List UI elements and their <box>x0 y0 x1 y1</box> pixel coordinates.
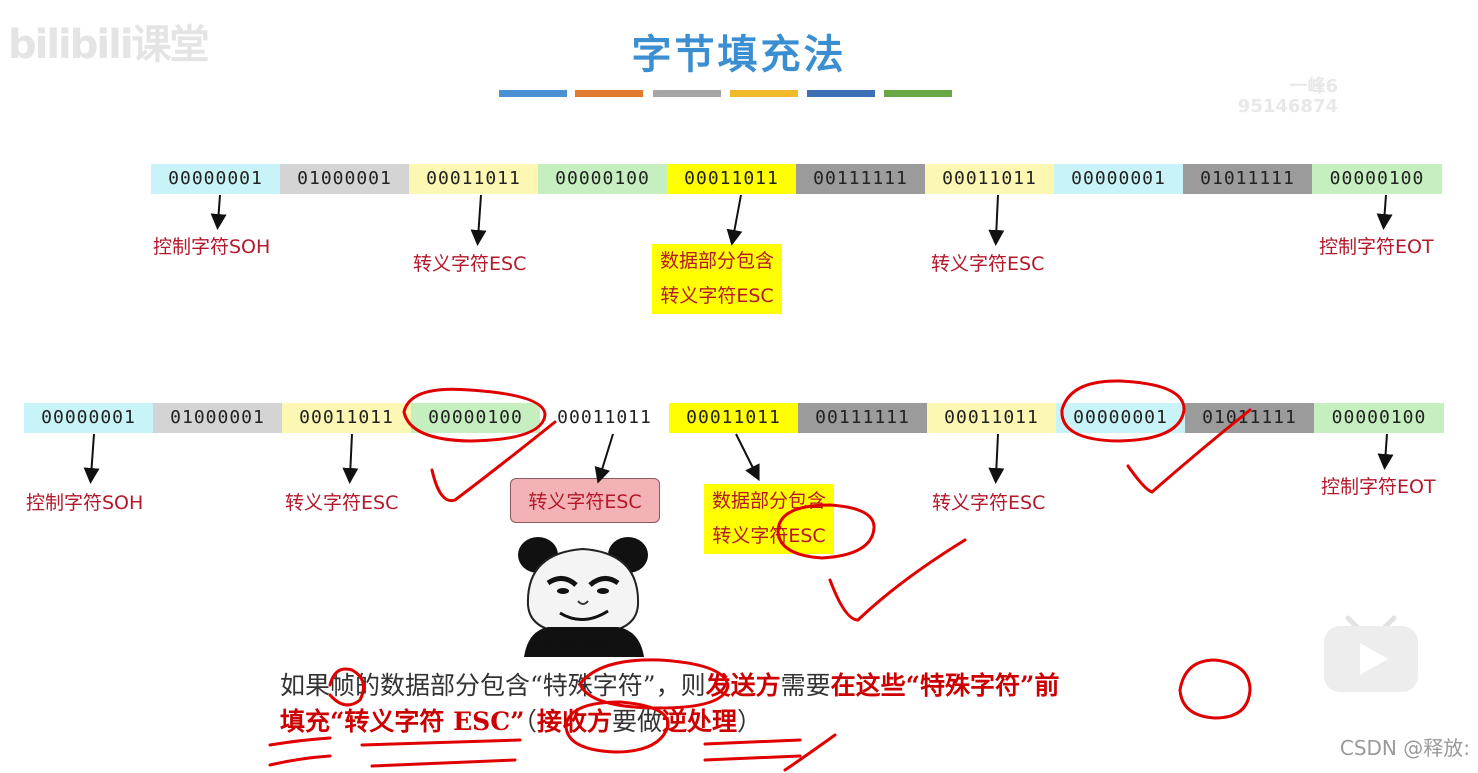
panda-meme-image <box>518 535 648 657</box>
text-segment: （ <box>524 707 537 736</box>
text-highlight: 在这些“特殊字符”前 <box>830 671 1060 700</box>
byte-cell: 00011011 <box>667 164 796 194</box>
color-bar <box>575 90 643 97</box>
byte-cell: 00000001 <box>1056 403 1185 433</box>
byte-cell: 00000001 <box>24 403 153 433</box>
arrow-icon <box>210 194 1393 246</box>
byte-cell: 00011011 <box>927 403 1056 433</box>
frame-row-stuffed: 00000001 01000001 00011011 00000100 0001… <box>24 403 1444 433</box>
color-bar <box>884 90 952 97</box>
explanation-paragraph: 如果帧的数据部分包含“特殊字符”，则发送方需要在这些“特殊字符”前 填充“转义字… <box>280 668 1280 740</box>
bilibili-classroom-logo: bilibili课堂 <box>8 22 210 68</box>
watermark-user: 一峰6 <box>1289 76 1338 97</box>
color-bar <box>807 90 875 97</box>
byte-cell: 00011011 <box>409 164 538 194</box>
byte-cell: 01000001 <box>153 403 282 433</box>
byte-cell: 00011011 <box>925 164 1054 194</box>
text-highlight: 填充“转义字符 ESC” <box>280 707 525 736</box>
label-eot: 控制字符EOT <box>1321 476 1436 498</box>
label-soh: 控制字符SOH <box>153 236 271 258</box>
label-eot: 控制字符EOT <box>1319 236 1434 258</box>
label-data-contains-esc: 数据部分包含 转义字符ESC <box>704 484 835 554</box>
byte-cell: 00111111 <box>798 403 927 433</box>
byte-cell: 00000001 <box>1054 164 1183 194</box>
text-highlight-reverse: 逆处理 <box>662 707 738 736</box>
byte-cell: 00000100 <box>538 164 667 194</box>
label-soh: 控制字符SOH <box>26 492 144 514</box>
color-bar <box>653 90 721 97</box>
color-bar <box>730 90 798 97</box>
byte-cell: 00000100 <box>1312 164 1442 194</box>
color-bar <box>499 90 567 97</box>
frame-row-original: 00000001 01000001 00011011 00000100 0001… <box>151 164 1442 194</box>
byte-cell: 00000100 <box>411 403 540 433</box>
meme-caption: 不要慌 问题不大 <box>535 640 631 655</box>
byte-cell: 00011011 <box>540 403 669 433</box>
text-highlight-sender: 发送方 <box>705 671 781 700</box>
text-segment: 如果帧的数据部分包含“特殊字符”，则 <box>280 671 706 700</box>
text-segment: 要做 <box>612 707 663 736</box>
byte-cell: 00000100 <box>1314 403 1444 433</box>
byte-cell: 01011111 <box>1185 403 1314 433</box>
play-icon[interactable] <box>1318 610 1424 696</box>
hand-drawn-annotation <box>268 379 1252 772</box>
inserted-esc-box: 转义字符ESC <box>510 478 660 523</box>
byte-cell: 00000001 <box>151 164 280 194</box>
byte-cell: 01011111 <box>1183 164 1312 194</box>
slide-title: 字节填充法 <box>631 32 847 78</box>
byte-cell: 00011011 <box>669 403 798 433</box>
label-esc: 转义字符ESC <box>285 492 399 514</box>
watermark-id: 95146874 <box>1237 96 1338 117</box>
csdn-watermark: CSDN @释放: <box>1339 736 1470 760</box>
label-data-contains-esc: 数据部分包含 转义字符ESC <box>652 244 783 314</box>
label-esc: 转义字符ESC <box>931 253 1045 275</box>
byte-cell: 01000001 <box>280 164 409 194</box>
label-esc: 转义字符ESC <box>932 492 1046 514</box>
label-esc: 转义字符ESC <box>413 253 527 275</box>
text-segment: 需要 <box>780 671 831 700</box>
byte-cell: 00111111 <box>796 164 925 194</box>
arrow-icon <box>83 433 1394 484</box>
byte-cell: 00011011 <box>282 403 411 433</box>
text-segment: ） <box>737 707 763 736</box>
